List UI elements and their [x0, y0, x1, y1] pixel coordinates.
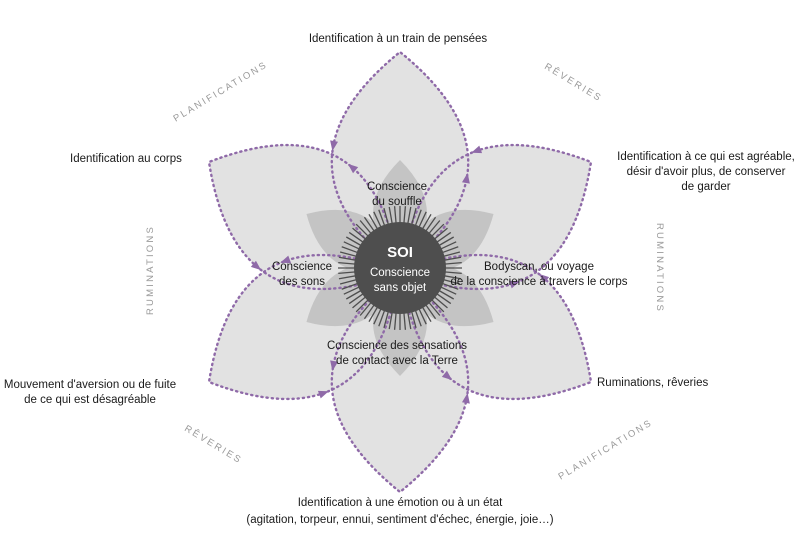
flow-arrow-icon: [508, 280, 520, 289]
center-title: SOI: [387, 244, 413, 261]
flow-arrow-icon: [250, 260, 262, 271]
label-upper-left: Identification au corps: [70, 153, 182, 165]
ring-label-top-right: RÊVERIES: [542, 61, 604, 104]
outline-lower-right: [398, 253, 593, 401]
label-upper-right-2: désir d'avoir plus, de conserver: [627, 166, 786, 178]
label-sons-2: des sons: [279, 276, 325, 288]
label-terre-2: de contact avec la Terre: [336, 355, 458, 367]
flow-arrow-icon: [461, 173, 470, 184]
flow-arrow-icon: [538, 273, 550, 284]
outline-upper-right: [398, 143, 593, 291]
outline-lower-left: [207, 253, 402, 401]
outline-top: [330, 50, 470, 274]
flow-arrow-icon: [441, 370, 453, 381]
label-bodyscan-2: de la conscience à travers le corps: [450, 276, 627, 288]
label-bodyscan-1: Bodyscan, ou voyage: [484, 261, 594, 273]
label-bottom-2: (agitation, torpeur, ennui, sentiment d'…: [246, 514, 553, 526]
label-top: Identification à un train de pensées: [309, 33, 488, 45]
flow-arrow-icon: [330, 360, 339, 371]
center-disc: [354, 222, 446, 314]
petal-dotted-outlines: [207, 50, 593, 494]
flow-arrow-icon: [347, 163, 359, 174]
label-lower-right: Ruminations, rêveries: [597, 377, 708, 389]
label-sons-1: Conscience: [272, 261, 332, 273]
flow-arrows: [250, 140, 550, 404]
label-lower-left-1: Mouvement d'aversion ou de fuite: [4, 379, 176, 391]
center-line-2: sans objet: [374, 282, 427, 294]
ring-label-right: RUMINATIONS: [654, 223, 665, 313]
ring-label-top-left: PLANIFICATIONS: [171, 59, 269, 124]
center-line-1: Conscience: [370, 267, 430, 279]
flow-arrow-icon: [330, 140, 339, 151]
label-souffle-1: Conscience: [367, 181, 427, 193]
flow-arrow-icon: [280, 255, 292, 264]
label-bottom-1: Identification à une émotion ou à un éta…: [298, 497, 503, 509]
label-upper-right-3: de garder: [681, 181, 730, 193]
flow-arrow-icon: [461, 393, 470, 404]
outline-upper-left: [207, 143, 402, 291]
label-souffle-2: du souffle: [372, 196, 422, 208]
ring-label-bottom-right: PLANIFICATIONS: [556, 417, 654, 482]
label-lower-left-2: de ce qui est désagréable: [24, 394, 156, 406]
ring-label-bottom-left: RÊVERIES: [182, 423, 244, 466]
flow-arrow-icon: [317, 390, 329, 399]
flow-arrow-icon: [471, 145, 483, 154]
label-terre-1: Conscience des sensations: [327, 340, 467, 352]
outline-bottom: [330, 270, 470, 494]
label-upper-right-1: Identification à ce qui est agréable,: [617, 151, 795, 163]
ring-label-left: RUMINATIONS: [145, 225, 156, 315]
